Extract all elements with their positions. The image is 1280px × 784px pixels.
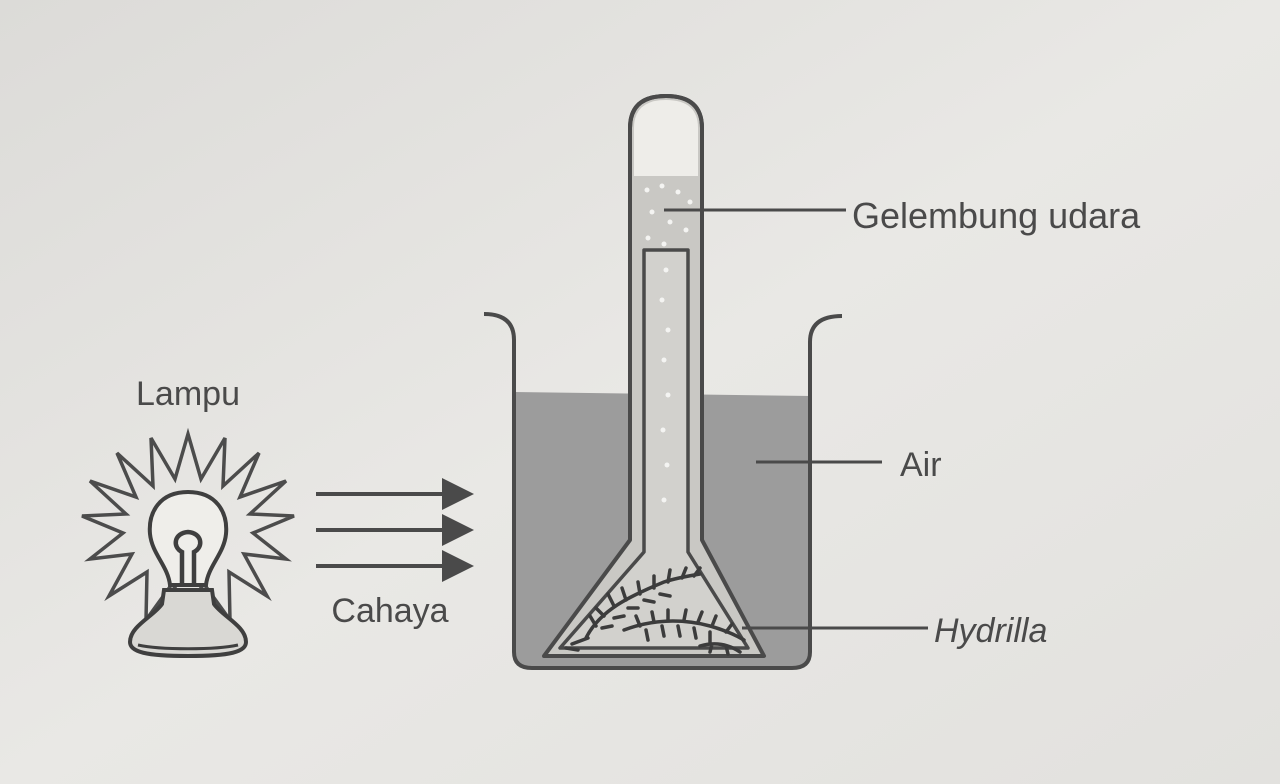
bulb-filament-icon <box>173 529 203 584</box>
beaker <box>483 312 843 670</box>
gas-bubbles <box>644 183 693 503</box>
lamp-icon <box>81 427 295 659</box>
funnel-inner <box>558 248 750 650</box>
water-label: Air <box>900 446 942 484</box>
hydrilla-plant-icon <box>564 566 746 656</box>
lamp-label: Lampu <box>136 375 240 413</box>
light-arrows <box>316 478 474 582</box>
plant-label: Hydrilla <box>934 612 1047 650</box>
lamp-base-icon <box>127 588 249 659</box>
bubbles-label: Gelembung udara <box>852 195 1141 236</box>
bulb-glass-icon <box>147 489 229 587</box>
tube-top-empty <box>634 100 698 176</box>
light-label: Cahaya <box>331 592 448 630</box>
